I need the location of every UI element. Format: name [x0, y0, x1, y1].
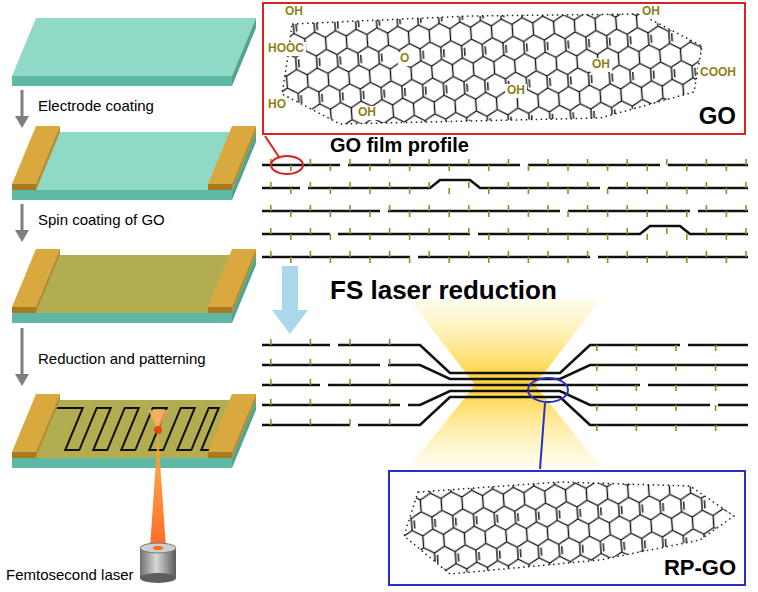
- go-lattice: [282, 14, 702, 124]
- go-film-layers: [290, 168, 748, 260]
- substrate-with-electrodes: [12, 126, 60, 184]
- process-arrow: [15, 230, 29, 242]
- patterned-device: [39, 408, 228, 450]
- reduced-film-layers: [270, 342, 748, 428]
- go-film-layers: [271, 156, 303, 174]
- reduction-arrow: [272, 266, 308, 334]
- patterned-device: [12, 458, 232, 468]
- process-arrow: [15, 90, 29, 386]
- go-film-layers: [270, 162, 748, 254]
- substrate-with-go-film: [12, 307, 36, 313]
- go-structure-box: GO: [262, 2, 746, 135]
- laser-focus-glow: [410, 300, 600, 466]
- section-heading: GO film profile: [330, 134, 469, 157]
- substrate-slab: [12, 18, 256, 86]
- substrate-with-electrodes: [12, 126, 256, 200]
- step-label: Reduction and patterning: [38, 350, 206, 367]
- reduced-film-layers: [262, 342, 748, 469]
- reduced-film-layers: [262, 345, 748, 425]
- go-film-layers: [270, 162, 748, 260]
- go-lattice: [262, 2, 746, 135]
- functional-group: COOH: [698, 66, 738, 80]
- functional-group: OH: [505, 84, 527, 98]
- substrate-with-go-film: [12, 249, 60, 307]
- go-film-layers: [262, 165, 748, 257]
- patterned-device: [36, 400, 232, 458]
- reduction-arrow: [272, 310, 308, 334]
- reduced-film-layers: [262, 345, 748, 373]
- patterned-device: [12, 394, 60, 452]
- reduced-film-layers: [262, 397, 748, 425]
- patterned-device: [208, 394, 256, 452]
- substrate-with-go-film: [208, 249, 256, 307]
- go-film-layers: [262, 180, 748, 188]
- rpgo-structure-box: RP-GO: [388, 470, 746, 586]
- femtosecond-laser: [140, 543, 176, 553]
- reduction-arrow: [282, 266, 298, 312]
- substrate-with-electrodes: [12, 190, 232, 200]
- box-title: GO: [699, 103, 736, 129]
- reduced-film-layers: [528, 378, 568, 402]
- femtosecond-laser: [140, 410, 176, 583]
- substrate-with-electrodes: [36, 126, 60, 190]
- go-film-layers: [262, 226, 748, 234]
- substrate-with-go-film: [12, 313, 232, 323]
- reduced-film-layers: [262, 384, 748, 387]
- process-arrow: [21, 204, 24, 232]
- functional-group: O: [398, 52, 411, 66]
- femtosecond-laser: [153, 546, 163, 550]
- substrate-slab: [12, 76, 232, 86]
- laser-focus-glow: [410, 300, 600, 466]
- step-label: Electrode coating: [38, 97, 154, 114]
- go-film-layers: [262, 256, 748, 259]
- substrate-with-electrodes: [232, 126, 256, 190]
- reduced-film-layers: [540, 403, 545, 469]
- patterned-device: [12, 452, 36, 458]
- go-lattice: [262, 2, 746, 135]
- patterned-device: [12, 394, 256, 468]
- functional-group: OH: [640, 5, 662, 19]
- rpgo-lattice: [388, 470, 746, 586]
- patterned-device: [208, 452, 232, 458]
- functional-group: OH: [356, 106, 378, 120]
- section-heading: FS laser reduction: [330, 276, 557, 306]
- femtosecond-laser: [154, 426, 162, 434]
- device-label: Femtosecond laser: [6, 566, 134, 583]
- femtosecond-laser: [140, 573, 176, 583]
- process-arrow: [21, 90, 24, 118]
- substrate-with-electrodes: [208, 184, 232, 190]
- functional-group: OH: [590, 58, 612, 72]
- femtosecond-laser: [150, 432, 166, 548]
- reduced-film-layers: [262, 365, 748, 379]
- substrate-slab: [232, 18, 256, 86]
- patterned-device: [36, 394, 60, 458]
- substrate-with-go-film: [36, 255, 232, 313]
- functional-group: OH: [283, 5, 305, 19]
- substrate-with-go-film: [232, 249, 256, 313]
- go-film-layers: [262, 164, 748, 167]
- reduced-film-layers: [270, 342, 418, 422]
- box-title: RP-GO: [664, 556, 736, 580]
- substrate-with-go-film: [208, 307, 232, 313]
- rpgo-lattice: [388, 470, 746, 586]
- substrate-with-go-film: [36, 249, 60, 313]
- functional-group: HO: [266, 98, 288, 112]
- patterned-device: [39, 408, 228, 450]
- go-film-layers: [265, 136, 279, 157]
- process-arrow: [15, 116, 29, 128]
- process-arrow: [21, 328, 24, 376]
- functional-group: HOOC: [266, 42, 306, 56]
- go-film-layers: [262, 210, 748, 213]
- substrate-slab: [12, 18, 256, 76]
- substrate-with-electrodes: [12, 184, 36, 190]
- patterned-device: [232, 394, 256, 458]
- step-label: Spin coating of GO: [38, 211, 165, 228]
- substrate-with-electrodes: [208, 126, 256, 184]
- substrate-with-go-film: [12, 249, 256, 323]
- process-arrow: [15, 374, 29, 386]
- reduced-film-layers: [596, 348, 748, 428]
